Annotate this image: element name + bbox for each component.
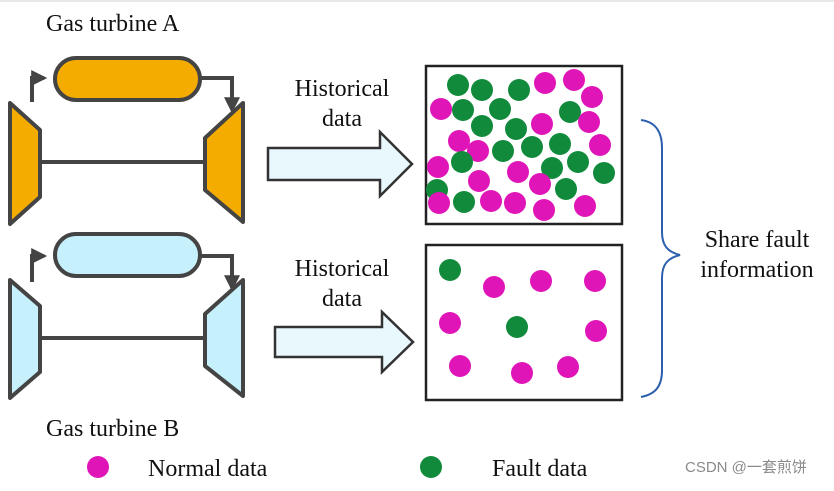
normal-data-point	[483, 276, 505, 298]
fault-data-point	[549, 133, 571, 155]
historical-line-2: data	[322, 106, 362, 132]
turbine-a-label: Gas turbine A	[46, 11, 180, 37]
historical-line-1: Historical	[294, 256, 390, 282]
turbine-b-label: Gas turbine B	[46, 416, 180, 442]
legend-fault-label: Fault data	[492, 456, 588, 482]
fault-data-point	[439, 259, 461, 281]
fault-data-point	[508, 79, 530, 101]
normal-data-point	[585, 320, 607, 342]
normal-data-point	[428, 192, 450, 214]
legend-normal-marker	[87, 456, 109, 478]
legend-fault-marker	[420, 456, 442, 478]
normal-data-point	[439, 312, 461, 334]
normal-data-point	[448, 130, 470, 152]
fault-data-point	[453, 191, 475, 213]
normal-data-point	[467, 140, 489, 162]
normal-data-point	[589, 134, 611, 156]
fault-data-point	[559, 101, 581, 123]
historical-data-label-a: Historical data	[282, 74, 402, 134]
fault-data-point	[471, 115, 493, 137]
fault-data-point	[555, 178, 577, 200]
gas-turbine-a-icon	[8, 56, 245, 226]
historical-line-2: data	[322, 286, 362, 312]
fault-data-point	[471, 79, 493, 101]
fault-data-point	[521, 136, 543, 158]
normal-data-point	[581, 86, 603, 108]
normal-data-point	[504, 192, 526, 214]
share-line-1: Share fault	[704, 227, 810, 253]
normal-data-point	[529, 173, 551, 195]
normal-data-point	[584, 270, 606, 292]
data-points-turbine-a	[426, 69, 615, 221]
legend-normal-label: Normal data	[148, 456, 268, 482]
fault-data-point	[489, 98, 511, 120]
fault-data-point	[541, 157, 563, 179]
normal-data-point	[449, 355, 471, 377]
normal-data-point	[427, 156, 449, 178]
normal-data-point	[430, 98, 452, 120]
gas-turbine-b-icon	[8, 232, 245, 400]
fault-data-point	[593, 162, 615, 184]
curly-brace-icon	[640, 119, 681, 398]
normal-data-point	[468, 170, 490, 192]
fault-data-point	[451, 151, 473, 173]
normal-data-point	[578, 111, 600, 133]
share-fault-label: Share fault information	[684, 225, 830, 285]
fault-data-point	[452, 99, 474, 121]
share-line-2: information	[700, 257, 814, 283]
data-points-turbine-b	[439, 259, 607, 384]
normal-data-point	[557, 356, 579, 378]
normal-data-point	[534, 72, 556, 94]
block-arrow-right-icon	[266, 128, 414, 200]
normal-data-point	[574, 195, 596, 217]
normal-data-point	[511, 362, 533, 384]
normal-data-point	[563, 69, 585, 91]
fault-data-point	[567, 151, 589, 173]
fault-data-point	[506, 316, 528, 338]
normal-data-point	[533, 199, 555, 221]
fault-data-point	[492, 140, 514, 162]
normal-data-point	[480, 190, 502, 212]
normal-data-point	[531, 113, 553, 135]
historical-line-1: Historical	[294, 76, 390, 102]
block-arrow-right-icon	[273, 309, 415, 375]
normal-data-point	[530, 270, 552, 292]
fault-data-point	[447, 74, 469, 96]
normal-data-point	[507, 161, 529, 183]
fault-data-point	[505, 118, 527, 140]
watermark: CSDN @一套煎饼	[685, 459, 807, 476]
historical-data-label-b: Historical data	[282, 254, 402, 314]
